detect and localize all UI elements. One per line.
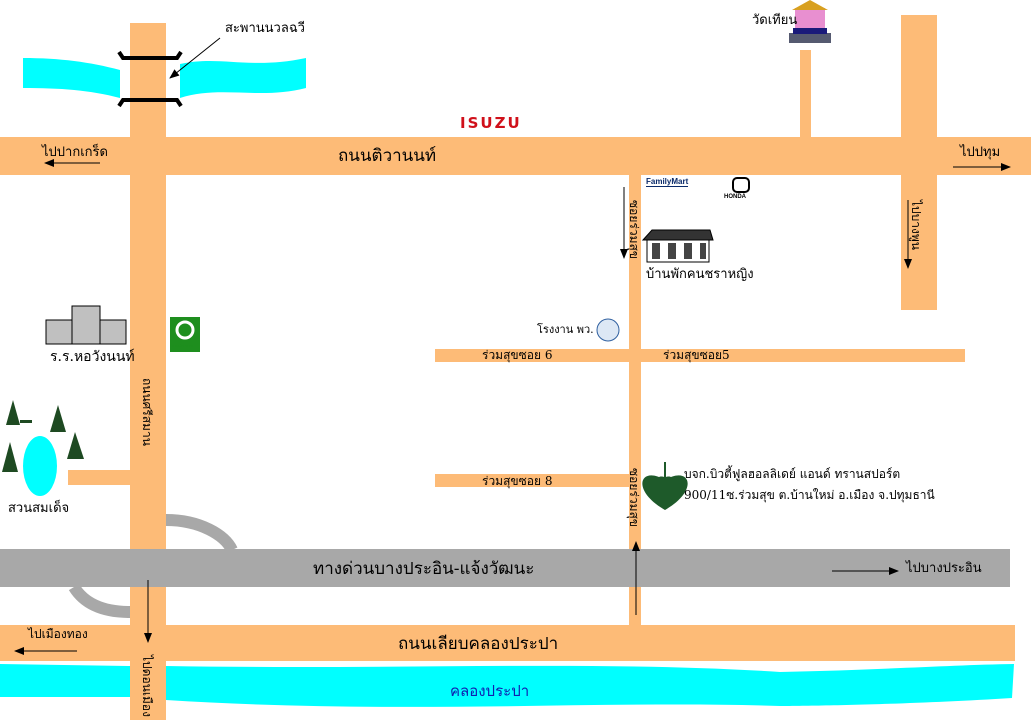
road-tiwanon-label: ถนนติวานนท์ <box>338 146 437 166</box>
canal-label: คลองประปา <box>450 682 530 700</box>
road-soi-ruamsuk <box>629 175 641 625</box>
soi5-label: ร่วมสุขซอย5 <box>663 348 730 362</box>
company-address: 900/11ซ.ร่วมสุข ต.บ้านใหม่ อ.เมือง จ.ปทุ… <box>684 488 935 502</box>
canal <box>0 664 130 697</box>
road-liapkhlong-label: ถนนเลียบคลองประปา <box>398 634 559 654</box>
to-bangpain-label: ไปบางประอิน <box>906 561 982 576</box>
soi-ruamsuk-label-top: ซอยร่วมสุข <box>627 200 641 260</box>
river-top-east <box>180 58 306 98</box>
road-bangphun <box>901 15 937 310</box>
wat-label: วัดเทียน <box>752 13 798 28</box>
to-pathum-label: ไปปทุม <box>960 145 1001 160</box>
school-label: ร.ร.หอวังนนท์ <box>50 349 135 365</box>
temple-icon <box>789 0 831 43</box>
company-logo <box>642 462 688 510</box>
school-icon <box>45 305 127 345</box>
factory-logo <box>596 318 620 342</box>
ramp-sw <box>68 583 131 618</box>
road-wat <box>800 50 811 140</box>
park-icon <box>2 400 84 496</box>
road-soi-8 <box>435 474 629 487</box>
expressway <box>0 549 1010 587</box>
park-label: สวนสมเด็จ <box>8 501 70 516</box>
soi8-label: ร่วมสุขซอย 8 <box>482 474 553 488</box>
river-top <box>23 58 120 98</box>
road-srisaman-label: ถนนศรีสมาน <box>140 378 154 446</box>
road-liapkhlong <box>0 625 1015 661</box>
honda-label: HONDA <box>724 194 746 200</box>
robinson-label: ROBINSON <box>170 343 194 348</box>
company-name: บจก.บิวตี้ฟูลฮอลลิเดย์ แอนด์ ทรานสปอร์ต <box>684 467 901 481</box>
soi6-label: ร่วมสุขซอย 6 <box>482 348 553 362</box>
isuzu-logo: ISUZU <box>460 114 522 132</box>
to-pakkret-label: ไปปากเกร็ด <box>42 145 108 160</box>
road-soi-6-5 <box>435 349 965 362</box>
to-muangthong-label: ไปเมืองทอง <box>28 627 88 641</box>
familymart-logo: FamilyMart <box>646 177 689 187</box>
factory-label: โรงงาน พว. <box>537 323 594 336</box>
robinson-logo <box>170 317 200 352</box>
canal-east <box>166 664 1014 707</box>
to-donmuang-label: ไปดอนเมือง <box>140 655 154 717</box>
expressway-label: ทางด่วนบางประอิน-แจ้งวัฒนะ <box>313 559 535 579</box>
bridge-label: สะพานนวลฉวี <box>225 21 305 36</box>
road-park <box>68 470 130 485</box>
bridge-icon <box>117 50 183 108</box>
elderly-home-icon <box>641 229 714 263</box>
ramp-ne <box>165 514 238 554</box>
to-bangphun-label: ไปบางพูน <box>909 200 923 250</box>
elderly-home-label: บ้านพักคนชราหญิง <box>646 267 754 282</box>
road-tiwanon <box>0 137 1031 175</box>
honda-logo <box>732 177 750 193</box>
soi-ruamsuk-label-bottom: ซอยร่วมสุข <box>627 468 641 528</box>
